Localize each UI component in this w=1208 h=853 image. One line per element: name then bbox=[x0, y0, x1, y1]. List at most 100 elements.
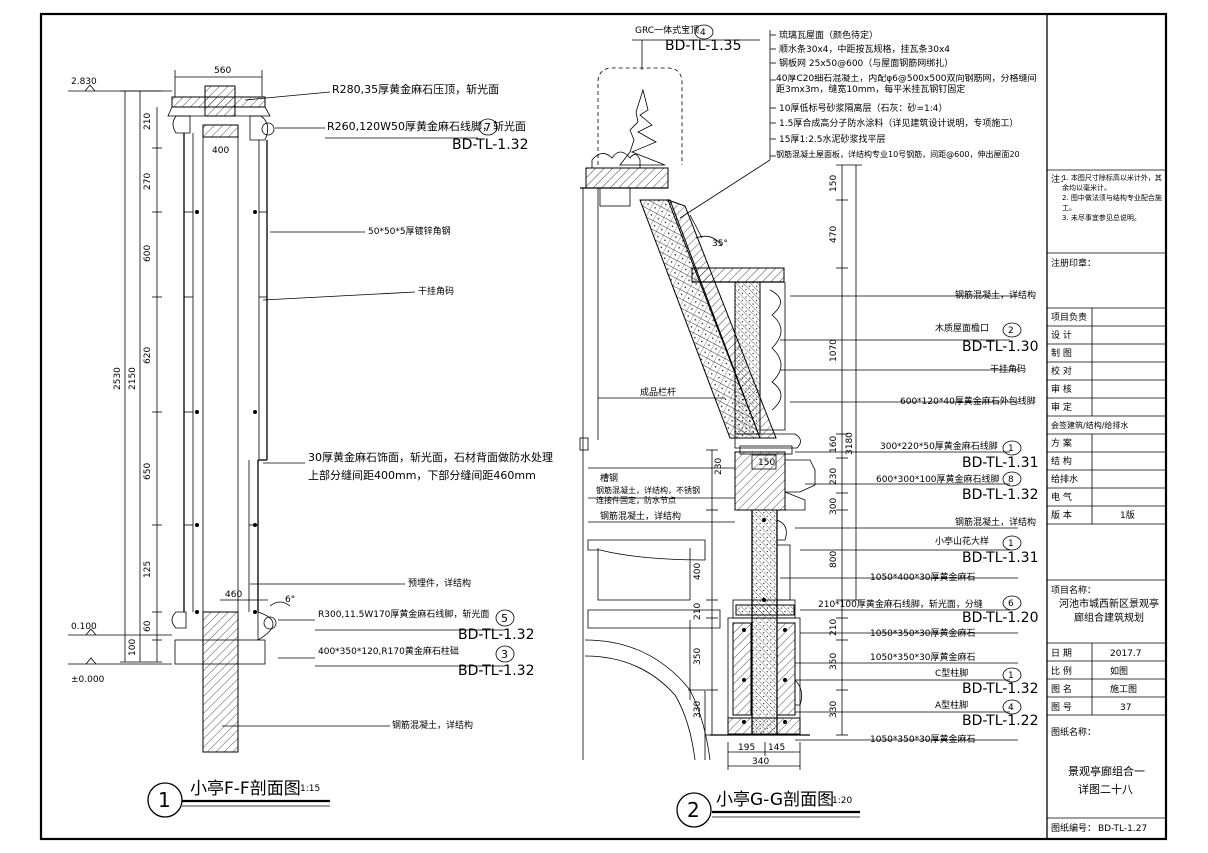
detail-ref-5[interactable]: 5 BD-TL-1.32 bbox=[458, 609, 534, 643]
roof-note-6: 1.5厚合成高分子防水涂料（详见建筑设计说明，专项施工） bbox=[779, 117, 1018, 129]
section-title: 小亭G-G剖面图 bbox=[716, 790, 834, 810]
mid-note-11: 1050*350*30厚黄金麻石 bbox=[870, 733, 976, 745]
detail-ref-top[interactable]: GRC一体式宝顶 4 BD-TL-1.35 bbox=[632, 24, 760, 54]
section-scale: 1:20 bbox=[832, 796, 852, 806]
ref-label: 小亭山花大样 bbox=[935, 535, 989, 547]
tb-scale-label: 比 例 bbox=[1051, 665, 1072, 677]
sheet-border bbox=[39, 12, 1168, 841]
tb-stage: 施工图 bbox=[1110, 683, 1137, 695]
dim-roof-angle: 35° bbox=[712, 239, 728, 249]
dim-v160: 160 bbox=[829, 436, 839, 453]
dim-100: 100 bbox=[128, 639, 138, 656]
mid-note-8: 210*100厚黄金麻石线脚，斩光面，分缝 bbox=[818, 598, 983, 610]
dim-620: 620 bbox=[143, 347, 153, 364]
tb-stage-label: 图 名 bbox=[1051, 683, 1072, 695]
note-moulding: R260,120W50厚黄金麻石线脚，斩光面 bbox=[327, 119, 526, 133]
detail-ref-r4[interactable]: 小亭山花大样 1 BD-TL-1.31 bbox=[935, 535, 1038, 566]
dim-l330: 330 bbox=[693, 701, 703, 718]
dim-210: 210 bbox=[143, 113, 153, 130]
ref-label: C型柱脚 bbox=[935, 667, 968, 679]
detail-ref-r1[interactable]: 木质屋面檐口 2 BD-TL-1.30 bbox=[935, 322, 1038, 355]
roof-note-8: 钢筋混凝土屋面板，详结构专业10号钢筋，间距@600，伸出屋面20 bbox=[776, 150, 1020, 159]
title-block: 注： 1. 本图尺寸除标高以米计外，其余均以毫米计。 2. 图中做法须与结构专业… bbox=[1047, 169, 1166, 834]
tb-row-4: 校 对 bbox=[1051, 365, 1072, 377]
dim-600: 600 bbox=[143, 245, 153, 262]
ref-num: 1 bbox=[1008, 671, 1014, 681]
dim-total: 2530 bbox=[113, 367, 123, 390]
dim-h150: 150 bbox=[758, 458, 775, 468]
mid-note-3: 600*120*40厚黄金麻石外包线脚 bbox=[900, 395, 1036, 407]
ref-code: BD-TL-1.35 bbox=[665, 38, 741, 54]
ref-label: 木质屋面檐口 bbox=[935, 322, 989, 334]
note-cap: R280,35厚黄金麻石压顶，斩光面 bbox=[332, 82, 499, 96]
dim-top-width: 560 bbox=[214, 66, 231, 76]
ref-code: BD-TL-1.30 bbox=[962, 339, 1038, 355]
section-title: 小亭F-F剖面图 bbox=[190, 779, 301, 799]
tb-note-2: 2. 图中做法须与结构专业配合施工。 bbox=[1062, 194, 1162, 212]
note-rc: 钢筋混凝土，详结构 bbox=[392, 719, 473, 731]
note-embed: 预埋件，详结构 bbox=[408, 577, 471, 589]
detail-ref-r6[interactable]: C型柱脚 1 BD-TL-1.32 bbox=[935, 667, 1038, 697]
dim-v470: 470 bbox=[829, 226, 839, 243]
mid-note-1: 钢筋混凝土，详结构 bbox=[955, 289, 1036, 301]
dim-l350: 350 bbox=[693, 648, 703, 665]
roof-note-3: 钢板网 25x50@600（与屋面钢筋网绑扎） bbox=[779, 57, 953, 69]
mid-note-10: 1050*350*30厚黄金麻石 bbox=[870, 651, 976, 663]
tb-row-8: 方 案 bbox=[1051, 437, 1072, 449]
note-base-moulding: R300,11.5W170厚黄金麻石线脚，斩光面 bbox=[318, 608, 489, 620]
ref-num: 4 bbox=[700, 28, 706, 38]
detail-ref-3[interactable]: 3 BD-TL-1.32 bbox=[458, 645, 534, 679]
detail-ref-r5[interactable]: 6 BD-TL-1.20 bbox=[962, 595, 1038, 626]
section-gg: GRC一体式宝顶 4 BD-TL-1.35 35° bbox=[579, 24, 1038, 828]
tb-note-3: 3. 未尽事宜参见总说明。 bbox=[1062, 214, 1141, 222]
note-angle-steel: 50*50*5厚镀锌角钢 bbox=[368, 225, 451, 237]
ref-code: BD-TL-1.22 bbox=[962, 713, 1038, 729]
tb-date-label: 日 期 bbox=[1051, 648, 1072, 659]
note-plinth: 400*350*120,R170黄金麻石柱础 bbox=[318, 645, 459, 657]
ref-code: BD-TL-1.31 bbox=[962, 550, 1038, 566]
note-bracket: 干挂角码 bbox=[418, 285, 454, 297]
dim-v350: 350 bbox=[829, 653, 839, 670]
mid-note-6: 钢筋混凝土，详结构 bbox=[955, 516, 1036, 528]
roof-note-5: 10厚低标号砂浆隔离层（石灰：砂=1:4） bbox=[779, 102, 947, 114]
detail-ref-7[interactable]: 7 BD-TL-1.32 bbox=[452, 118, 528, 153]
tb-date: 2017.7 bbox=[1110, 649, 1142, 659]
tb-project-label: 项目名称： bbox=[1051, 584, 1096, 596]
detail-ref-r7[interactable]: A型柱脚 4 BD-TL-1.22 bbox=[935, 699, 1038, 729]
dim-h195: 195 bbox=[738, 743, 755, 753]
section-ff-title: 1 小亭F-F剖面图 1:15 bbox=[147, 779, 330, 818]
dim-l210: 210 bbox=[693, 603, 703, 620]
note-joints: 上部分缝间距400mm，下部分缝间距460mm bbox=[308, 468, 536, 482]
tb-number-label: 图 号 bbox=[1051, 702, 1072, 713]
tb-sheet-no: BD-TL-1.27 bbox=[1098, 824, 1147, 834]
roof-note-7: 15厚1:2.5水泥砂浆找平层 bbox=[779, 133, 886, 145]
ref-label: A型柱脚 bbox=[935, 699, 968, 711]
left-note-1: 成品栏杆 bbox=[640, 386, 676, 398]
detail-ref-r2[interactable]: 1 BD-TL-1.31 bbox=[962, 440, 1038, 471]
tb-number: 37 bbox=[1120, 703, 1131, 713]
section-gg-title: 2 小亭G-G剖面图 1:20 bbox=[676, 790, 860, 828]
ref-num: 6 bbox=[1008, 599, 1014, 609]
tb-sheet-label: 图纸编号： bbox=[1051, 822, 1096, 834]
mid-note-9: 1050*350*30厚黄金麻石 bbox=[870, 627, 976, 639]
dim-v3180: 3180 bbox=[845, 432, 855, 455]
ref-num: 2 bbox=[1008, 326, 1014, 336]
level-zero: ±0.000 bbox=[71, 675, 105, 685]
dim-270: 270 bbox=[143, 173, 153, 190]
dim-l400: 400 bbox=[693, 563, 703, 580]
dim-v150: 150 bbox=[829, 175, 839, 192]
tb-scale: 如图 bbox=[1110, 665, 1128, 677]
left-note-4: 钢筋混凝土，详结构 bbox=[600, 510, 681, 522]
tb-row-1: 项目负责 bbox=[1051, 311, 1087, 323]
detail-ref-r3[interactable]: 8 BD-TL-1.32 bbox=[962, 471, 1038, 503]
title-number: 1 bbox=[158, 788, 171, 812]
dim-h145: 145 bbox=[768, 743, 785, 753]
roof-note-2: 顺水条30x4，中距按瓦规格，挂瓦条30x4 bbox=[779, 43, 950, 55]
tb-row-11: 电 气 bbox=[1051, 491, 1072, 503]
dim-v800: 800 bbox=[829, 551, 839, 568]
dim-v210: 210 bbox=[829, 619, 839, 636]
ref-num: 1 bbox=[1008, 444, 1014, 454]
ref-label: GRC一体式宝顶 bbox=[635, 24, 699, 36]
roof-note-1: 琉璃瓦屋面（颜色待定） bbox=[779, 29, 878, 41]
tb-row-7: 会签建筑/结构/给排水 bbox=[1051, 420, 1128, 430]
